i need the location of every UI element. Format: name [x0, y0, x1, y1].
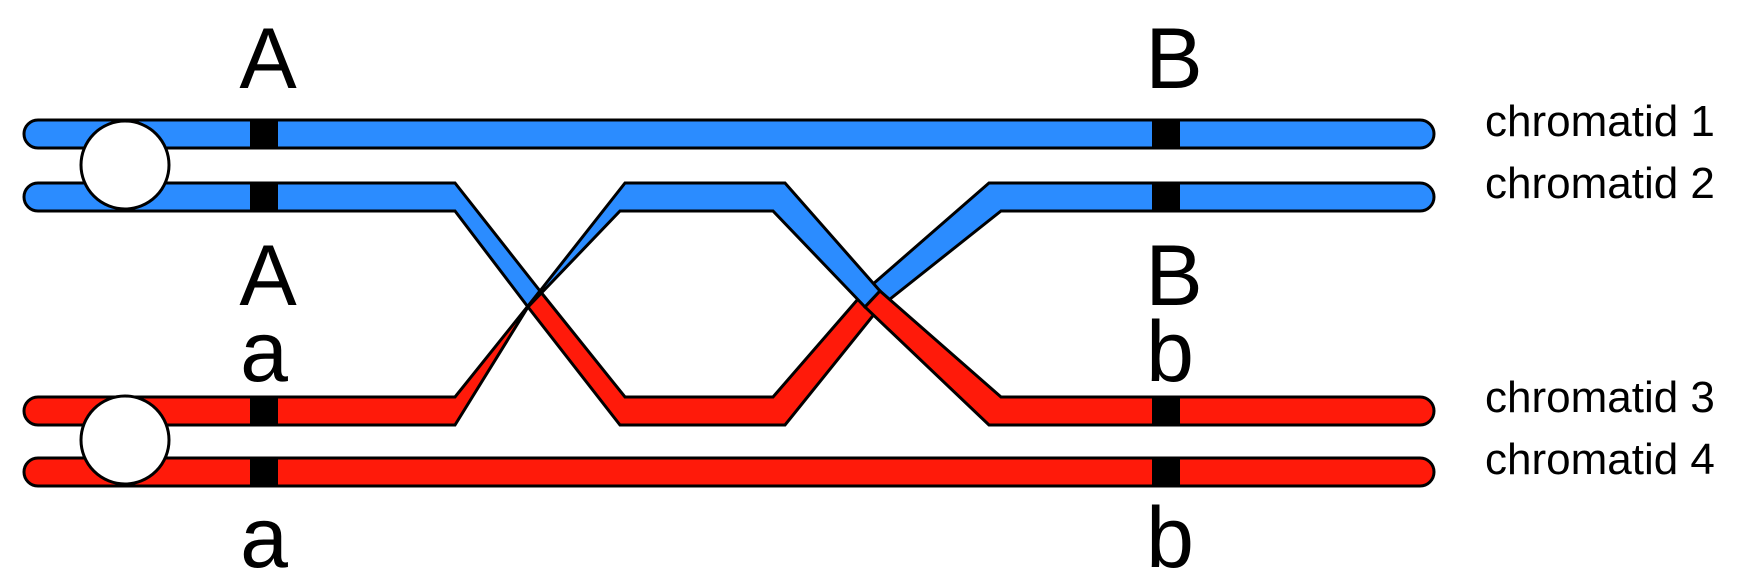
locus-marker-3-a: [250, 398, 278, 424]
locus-marker-3-b: [1152, 398, 1180, 424]
chromatid-1-label: chromatid 1: [1485, 97, 1715, 146]
locus-marker-1-B: [1152, 121, 1180, 147]
chromatid-2-label: chromatid 2: [1485, 159, 1715, 208]
label-b-bottom: b: [1146, 490, 1194, 576]
chromatid-2-segment-right: [862, 181, 1436, 310]
label-a-bottom: a: [240, 490, 288, 576]
chromatid-2-segment-left: [22, 181, 542, 310]
chromatid-4-label: chromatid 4: [1485, 435, 1715, 484]
chromatid-3-segment-middle: [526, 181, 883, 310]
label-B-top: B: [1145, 11, 1202, 107]
centromere-upper: [79, 119, 171, 211]
label-B-bottom: B: [1145, 228, 1202, 324]
chromatid-2-segment-middle: [526, 288, 882, 427]
label-a-top: a: [240, 304, 288, 400]
chromatid-3-segment-left: [22, 290, 542, 427]
label-b-top: b: [1146, 304, 1194, 400]
label-A-bottom: A: [239, 228, 297, 324]
chromatid-1-body: [22, 118, 1436, 150]
locus-marker-1-A: [250, 121, 278, 147]
locus-marker-4-b: [1152, 459, 1180, 485]
locus-marker-4-a: [250, 459, 278, 485]
chromatid-4-body: [22, 456, 1436, 488]
chromatid-3-segment-right: [862, 288, 1436, 427]
locus-marker-2-A: [250, 184, 278, 210]
chromatid-3-label: chromatid 3: [1485, 373, 1715, 422]
locus-marker-2-B: [1152, 184, 1180, 210]
label-A-top: A: [239, 11, 297, 107]
centromere-lower: [79, 394, 171, 486]
